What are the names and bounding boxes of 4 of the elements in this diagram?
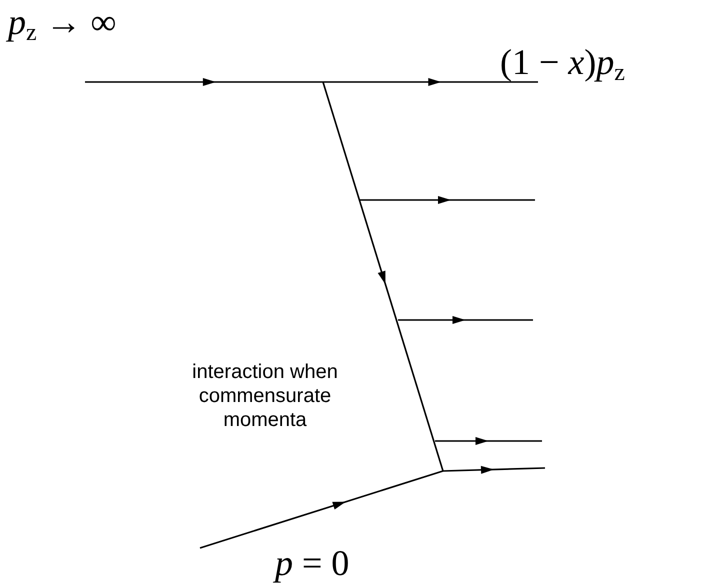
- math-label: p = 0: [275, 545, 350, 581]
- math-label: p$_{z}$ → ∞: [8, 4, 116, 45]
- annotation-text: interaction when commensurate momenta: [191, 360, 339, 432]
- math-label: (1 − x)p$_{z}$: [500, 44, 625, 85]
